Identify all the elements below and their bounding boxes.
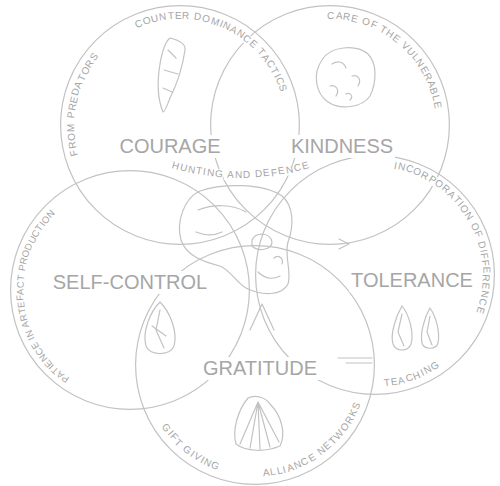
curved-char: N (159, 12, 168, 23)
shell (235, 396, 283, 450)
caret-mark (250, 304, 274, 330)
circle-outline (60, 5, 300, 245)
curved-char: E (475, 305, 487, 314)
curved-label: COUNTER DOMINANCE TACTICS (133, 10, 289, 94)
curved-char: T (167, 11, 174, 21)
virtue-circle: COURAGE (60, 5, 300, 245)
curved-label: ALLIANCE NETWORKS (260, 400, 362, 480)
curved-char: C (327, 11, 334, 21)
curved-char: N (206, 168, 214, 179)
virtue-label: COURAGE (117, 135, 222, 158)
curved-char: O (66, 132, 77, 141)
curved-char: F (69, 148, 80, 156)
curved-char: T (383, 378, 390, 389)
curved-label: PATIENCE IN ARTEFACT PRODUCTION (14, 208, 71, 385)
circle-line (136, 246, 375, 485)
curved-char: R (481, 275, 491, 283)
virtue-label: GRATITUDE (201, 357, 319, 380)
hand-axe (145, 302, 175, 354)
curved-char: E (16, 301, 26, 309)
curved-char: E (263, 168, 271, 179)
curved-label: TEACHING (381, 360, 441, 389)
curved-char: N (235, 170, 242, 180)
curved-label: INCORPORATION OF DIFFERENCE (390, 160, 492, 316)
curved-char: E (481, 267, 491, 274)
curved-char: A (15, 288, 25, 294)
circle-line (61, 6, 300, 245)
curved-char: F (15, 295, 25, 301)
curved-char: G (210, 460, 221, 472)
curved-char: M (66, 123, 76, 132)
curved-char: D (255, 169, 263, 180)
curved-char: E (277, 166, 285, 177)
curved-char: P (66, 112, 77, 120)
virtue-label: KINDNESS (289, 135, 395, 158)
virtue-label: TOLERANCE (349, 269, 475, 292)
curved-char: R (182, 11, 190, 21)
curved-char: G (214, 169, 223, 180)
stone-nodule (316, 48, 375, 107)
small-hand-axes (338, 306, 439, 363)
curved-char: A (227, 170, 234, 180)
curved-label: FROM PREDATORS (65, 51, 101, 158)
curved-char: E (175, 11, 182, 21)
curved-char: T (16, 274, 26, 281)
curved-char: D (243, 170, 251, 180)
circle-line (211, 6, 450, 245)
curved-label: HUNTING AND DEFENCE (169, 160, 310, 181)
virtue-label: SELF-CONTROL (51, 271, 209, 294)
arrow-mark (339, 239, 349, 249)
curved-char: E (432, 101, 443, 109)
curved-char (66, 119, 76, 122)
curved-char: C (15, 281, 25, 288)
curved-label: GIFT GIVING (160, 422, 221, 472)
pointed-tool (158, 38, 185, 112)
curved-char: S (277, 84, 289, 94)
curved-label: CARE OF THE VULNERABLE (325, 10, 443, 111)
